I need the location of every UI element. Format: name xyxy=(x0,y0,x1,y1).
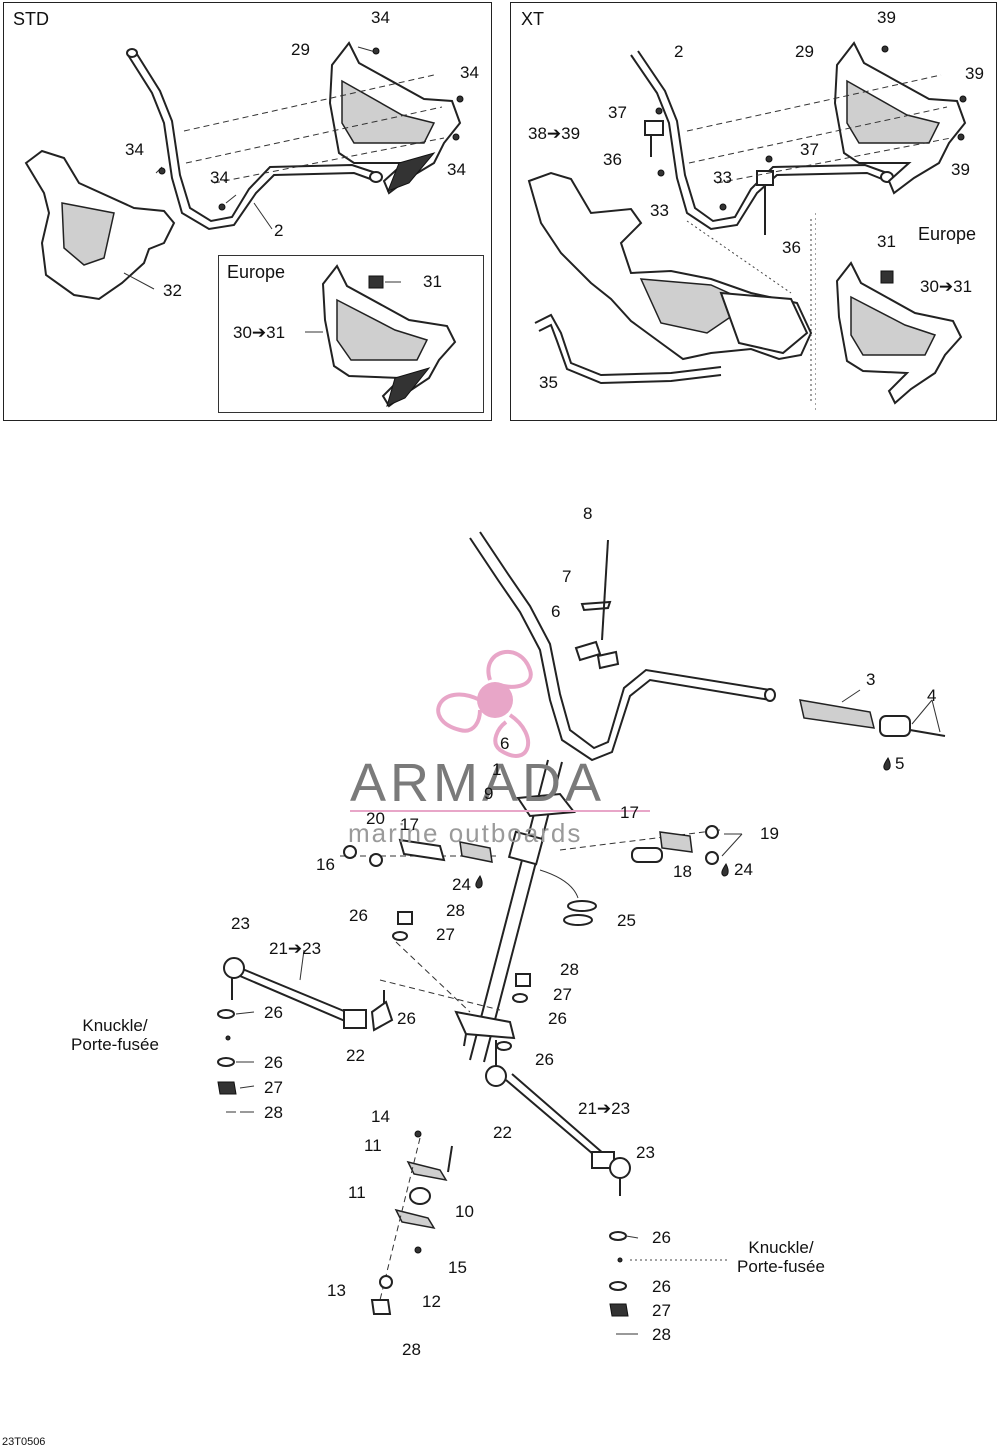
callout-label: 12 xyxy=(422,1292,441,1311)
callout-label: 16 xyxy=(316,855,335,874)
watermark-divider xyxy=(350,810,650,812)
callout-label: 21➔23 xyxy=(578,1099,631,1118)
callout-label: 22 xyxy=(346,1046,365,1065)
watermark-tagline: marine outboards xyxy=(348,818,583,848)
xt-europe-subpanel: Europe 31 30➔31 xyxy=(815,213,995,413)
callout-label: 15 xyxy=(448,1258,467,1277)
std-europe-subpanel: Europe 31 30➔31 xyxy=(218,255,484,413)
callout-label: 3 xyxy=(866,670,876,689)
callout-label: 26 xyxy=(548,1009,567,1028)
callout-label: 31 xyxy=(877,232,896,251)
callout-label: 37 xyxy=(608,103,627,122)
callout-label: 20 xyxy=(366,809,385,828)
callout-label: 9 xyxy=(484,784,494,803)
callout-label: 34 xyxy=(125,140,144,159)
xt-panel: XT 39 2 29 39 37 38➔39 xyxy=(510,2,997,421)
callout-label: 27 xyxy=(264,1078,283,1097)
callout-label: 26 xyxy=(397,1009,416,1028)
callout-label: 10 xyxy=(455,1202,474,1221)
callout-label: 19 xyxy=(760,824,779,843)
callout-label: 6 xyxy=(551,602,561,621)
callout-label: 14 xyxy=(371,1107,390,1126)
callout-label: 38➔39 xyxy=(528,124,581,143)
callout-label: 33 xyxy=(650,201,669,220)
knuckle-note-left: Knuckle/ Porte-fusée xyxy=(71,1016,159,1054)
callout-label: 5 xyxy=(895,754,905,773)
callout-label: 27 xyxy=(553,985,572,1004)
callout-label: 23 xyxy=(231,914,250,933)
std-europe-drawing xyxy=(305,264,457,408)
callout-label: 4 xyxy=(927,686,937,705)
xt-panel-title: XT xyxy=(521,9,545,29)
callout-label: 26 xyxy=(535,1050,554,1069)
callout-label: 28 xyxy=(402,1340,421,1359)
callout-label: 24 xyxy=(452,875,471,894)
callout-label: 31 xyxy=(423,272,442,291)
callout-label: 22 xyxy=(493,1123,512,1142)
propeller-logo-icon xyxy=(436,650,533,758)
callout-label: 28 xyxy=(264,1103,283,1122)
std-panel-title: STD xyxy=(13,9,49,29)
callout-label: 39 xyxy=(965,64,984,83)
callout-label: 33 xyxy=(713,168,732,187)
xt-europe-drawing xyxy=(815,213,963,413)
callout-label: 26 xyxy=(264,1053,283,1072)
callout-label: 1 xyxy=(492,760,502,779)
callout-label: 2 xyxy=(274,221,284,240)
callout-label: 23 xyxy=(636,1143,655,1162)
callout-label: 39 xyxy=(877,8,896,27)
oil-drop-icon xyxy=(883,757,891,771)
callout-label: 13 xyxy=(327,1281,346,1300)
std-panel: STD 34 29 34 34 34 34 2 32 Europe xyxy=(3,2,492,421)
callout-label: 34 xyxy=(371,8,390,27)
callout-label: 30➔31 xyxy=(920,277,973,296)
callout-label: 11 xyxy=(348,1183,366,1202)
callout-label: 17 xyxy=(400,815,419,834)
callout-label: 26 xyxy=(652,1277,671,1296)
callout-label: 2 xyxy=(674,42,684,61)
callout-label: 32 xyxy=(163,281,182,300)
callout-label: 8 xyxy=(583,504,593,523)
callout-label: 27 xyxy=(436,925,455,944)
callout-label: 21➔23 xyxy=(269,939,322,958)
callout-label: 25 xyxy=(617,911,636,930)
callout-label: 18 xyxy=(673,862,692,881)
callout-label: 34 xyxy=(447,160,466,179)
callout-label: 28 xyxy=(560,960,579,979)
oil-drop-icon xyxy=(475,875,483,889)
callout-label: 30➔31 xyxy=(233,323,286,342)
callout-label: 36 xyxy=(603,150,622,169)
callout-label: 29 xyxy=(291,40,310,59)
knuckle-note-right: Knuckle/ Porte-fusée xyxy=(737,1238,825,1276)
callout-label: 26 xyxy=(264,1003,283,1022)
callout-label: 27 xyxy=(652,1301,671,1320)
watermark-brand: ARMADA xyxy=(350,753,606,813)
xt-exploded-drawing xyxy=(527,41,967,403)
callout-label: 34 xyxy=(460,63,479,82)
callout-label: 26 xyxy=(349,906,368,925)
std-europe-title: Europe xyxy=(227,262,286,282)
callout-label: 39 xyxy=(951,160,970,179)
callout-label: 37 xyxy=(800,140,819,159)
callout-label: 11 xyxy=(364,1136,382,1155)
callout-label: 6 xyxy=(500,734,510,753)
std-exploded-drawing xyxy=(24,41,464,301)
callout-label: 28 xyxy=(446,901,465,920)
callout-label: 35 xyxy=(539,373,558,392)
callout-label: 7 xyxy=(562,567,572,586)
xt-europe-title: Europe xyxy=(918,224,977,244)
callout-label: 28 xyxy=(652,1325,671,1344)
callout-label: 29 xyxy=(795,42,814,61)
oil-drop-icon xyxy=(721,863,729,877)
drawing-code: 23T0506 xyxy=(2,1436,46,1448)
callout-label: 34 xyxy=(210,168,229,187)
callout-label: 36 xyxy=(782,238,801,257)
callout-label: 17 xyxy=(620,803,639,822)
callout-label: 24 xyxy=(734,860,753,879)
callout-label: 26 xyxy=(652,1228,671,1247)
